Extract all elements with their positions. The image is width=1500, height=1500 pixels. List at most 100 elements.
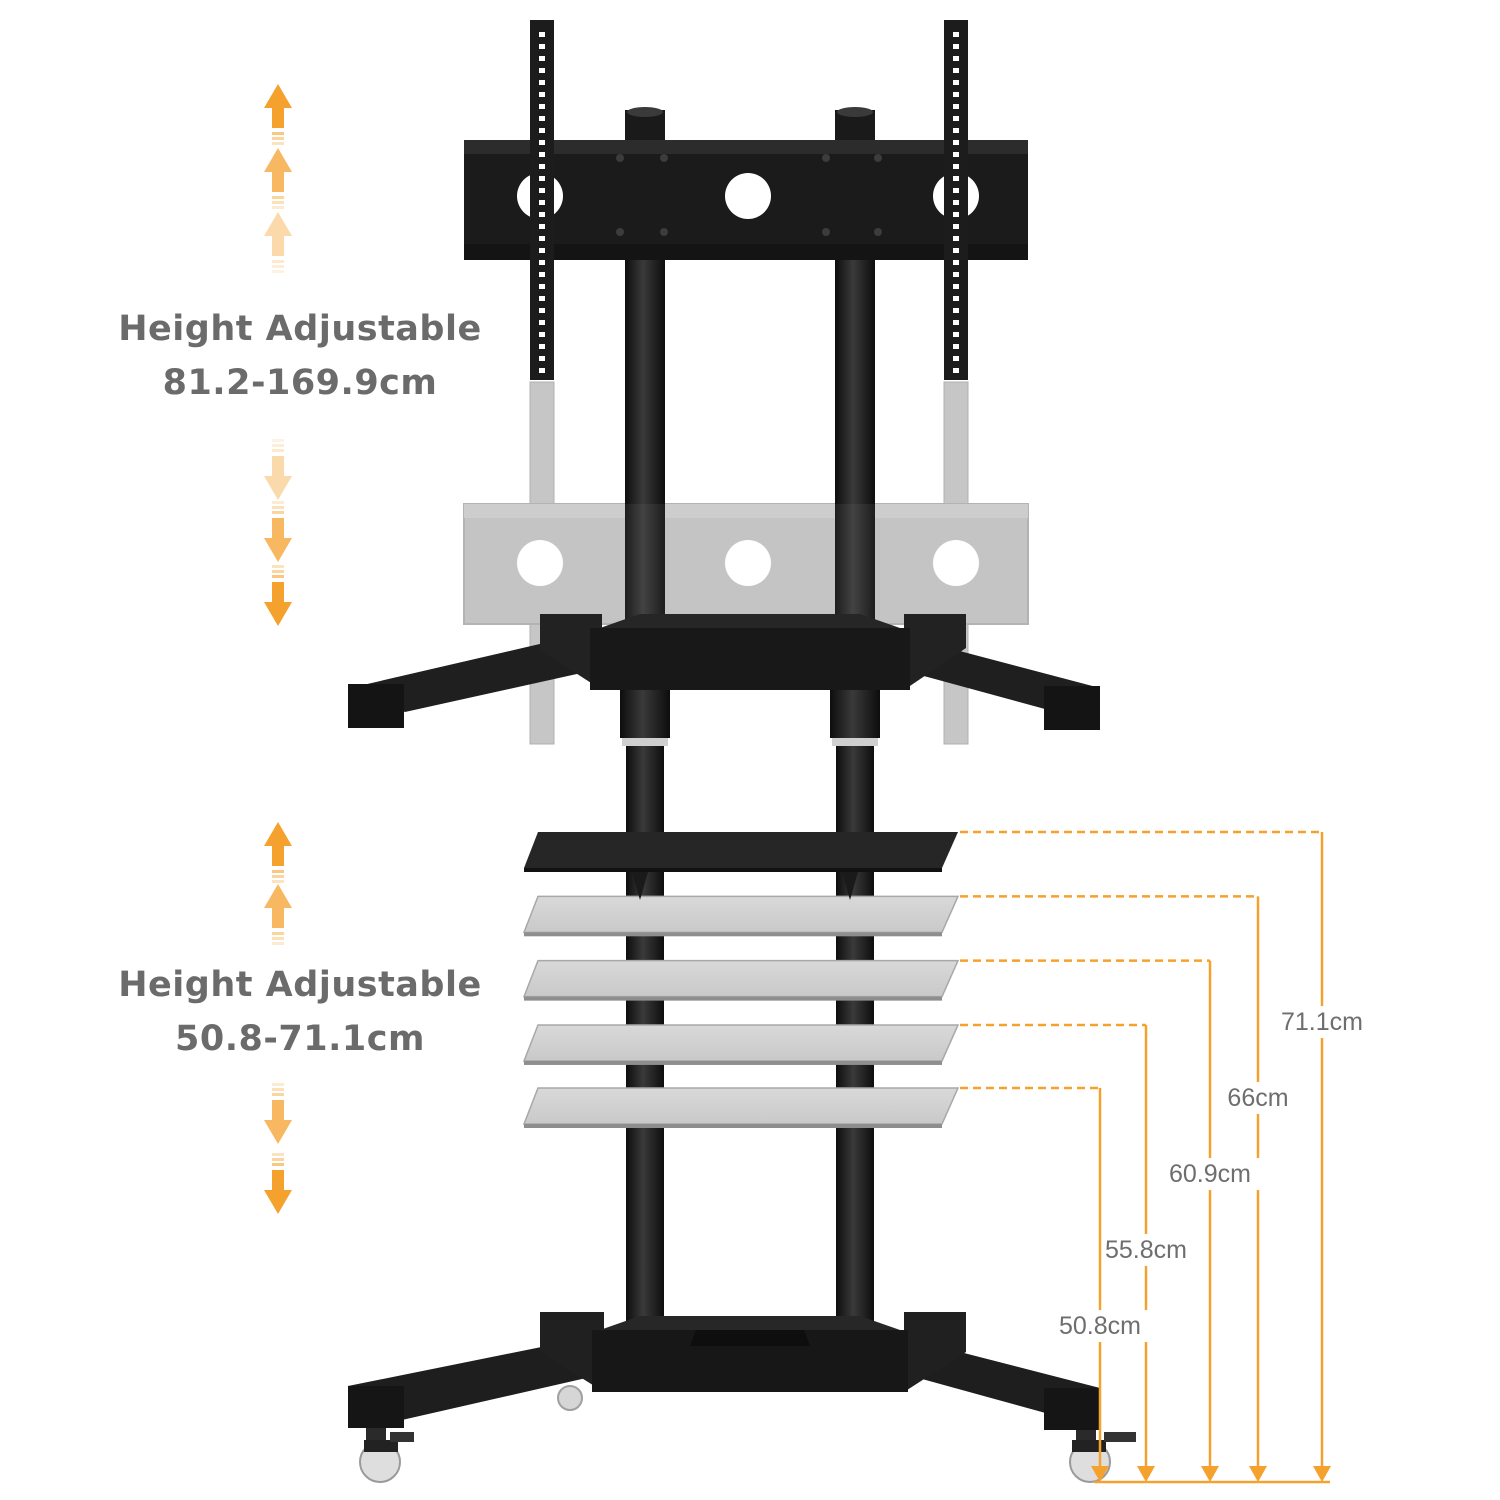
ghost-shelf: [522, 1024, 960, 1065]
ghost-shelves: [522, 895, 960, 1128]
top-right-bracket: [944, 20, 968, 380]
dimension-label: 55.8cm: [1105, 1236, 1187, 1264]
bracket-hole: [953, 32, 959, 37]
bracket-hole: [953, 80, 959, 85]
bracket-hole: [539, 56, 545, 61]
up-arrow-icon: [264, 884, 292, 945]
bracket-hole: [539, 296, 545, 301]
bracket-hole: [539, 164, 545, 169]
bracket-hole: [539, 152, 545, 157]
dimension-label: 71.1cm: [1281, 1008, 1363, 1036]
bracket-hole: [953, 296, 959, 301]
bracket-hole: [539, 260, 545, 265]
dimension-line: 50.8cm: [960, 1086, 1152, 1482]
down-arrow-icon: [264, 501, 292, 562]
top-left-bracket: [530, 20, 554, 380]
dimension-line: 71.1cm: [960, 830, 1374, 1482]
bracket-hole: [953, 104, 959, 109]
bracket-hole: [539, 248, 545, 253]
ghost-mount-plate: [463, 381, 1029, 745]
bracket-hole: [539, 104, 545, 109]
dimension-label: 66cm: [1227, 1084, 1288, 1112]
up-arrow-icon: [264, 148, 292, 209]
bracket-hole: [539, 236, 545, 241]
bracket-hole: [539, 188, 545, 193]
bracket-hole: [953, 272, 959, 277]
bracket-hole: [539, 80, 545, 85]
shelf-height-label: Height Adjustable: [118, 965, 482, 1005]
bracket-hole: [539, 140, 545, 145]
bracket-hole: [539, 200, 545, 205]
bracket-hole: [539, 176, 545, 181]
dimension-label: 60.9cm: [1169, 1160, 1251, 1188]
bracket-hole: [539, 356, 545, 361]
dimension-label: 50.8cm: [1059, 1312, 1141, 1340]
mount-height-range: 81.2-169.9cm: [162, 363, 438, 403]
bracket-hole: [953, 56, 959, 61]
bracket-hole: [953, 44, 959, 49]
up-arrow-icon: [264, 84, 292, 145]
bracket-hole: [539, 344, 545, 349]
down-arrow-icon: [264, 1083, 292, 1144]
down-arrow-icon: [264, 439, 292, 500]
bracket-hole: [953, 332, 959, 337]
bracket-hole: [539, 332, 545, 337]
bracket-hole: [953, 128, 959, 133]
bracket-hole: [953, 260, 959, 265]
bracket-hole: [953, 92, 959, 97]
bracket-hole: [953, 200, 959, 205]
bracket-hole: [953, 308, 959, 313]
bracket-hole: [953, 368, 959, 373]
bracket-hole: [539, 368, 545, 373]
active-shelf: [524, 832, 958, 900]
bracket-hole: [539, 284, 545, 289]
bracket-hole: [953, 284, 959, 289]
up-arrow-icon: [264, 212, 292, 273]
bracket-hole: [539, 68, 545, 73]
bracket-hole: [539, 308, 545, 313]
dimension-line: 60.9cm: [960, 959, 1262, 1482]
bracket-hole: [953, 320, 959, 325]
shelf-height-range: 50.8-71.1cm: [175, 1019, 425, 1059]
mount-height-label: Height Adjustable: [118, 309, 482, 349]
bracket-hole: [953, 248, 959, 253]
bracket-hole: [539, 32, 545, 37]
mount-height-arrows: [264, 84, 292, 626]
bracket-hole: [539, 272, 545, 277]
mount-height-callout: Height Adjustable 81.2-169.9cm: [100, 302, 500, 410]
bracket-hole: [539, 224, 545, 229]
bracket-hole: [539, 92, 545, 97]
caster-front-left: [359, 1428, 414, 1483]
bracket-hole: [953, 188, 959, 193]
bracket-hole: [953, 212, 959, 217]
ghost-shelf: [522, 895, 960, 937]
bracket-hole: [539, 44, 545, 49]
bracket-hole: [953, 176, 959, 181]
bracket-hole: [539, 320, 545, 325]
left-pole: [620, 258, 670, 1366]
bracket-hole: [953, 224, 959, 229]
caster-back-left: [557, 1385, 583, 1411]
base-frame: [348, 1312, 1100, 1430]
shelf-dimension-lines: 71.1cm 66cm 60.9cm 55.8cm 50.8cm: [960, 830, 1374, 1484]
down-arrow-icon: [264, 565, 292, 626]
bracket-hole: [953, 140, 959, 145]
dimension-line: 55.8cm: [960, 1023, 1198, 1482]
dimension-line: 66cm: [960, 895, 1310, 1482]
bracket-hole: [953, 116, 959, 121]
bracket-hole: [953, 236, 959, 241]
bracket-hole: [953, 68, 959, 73]
bracket-hole: [953, 356, 959, 361]
bracket-hole: [539, 116, 545, 121]
ghost-shelf: [522, 1087, 960, 1128]
right-pole: [830, 258, 880, 1366]
bracket-hole: [953, 164, 959, 169]
shelf-height-arrows: [264, 822, 292, 1214]
down-arrow-icon: [264, 1153, 292, 1214]
bracket-hole: [539, 212, 545, 217]
bracket-hole: [953, 152, 959, 157]
bracket-hole: [539, 128, 545, 133]
shelf-height-callout: Height Adjustable 50.8-71.1cm: [100, 958, 500, 1066]
ghost-shelf: [522, 959, 960, 1001]
